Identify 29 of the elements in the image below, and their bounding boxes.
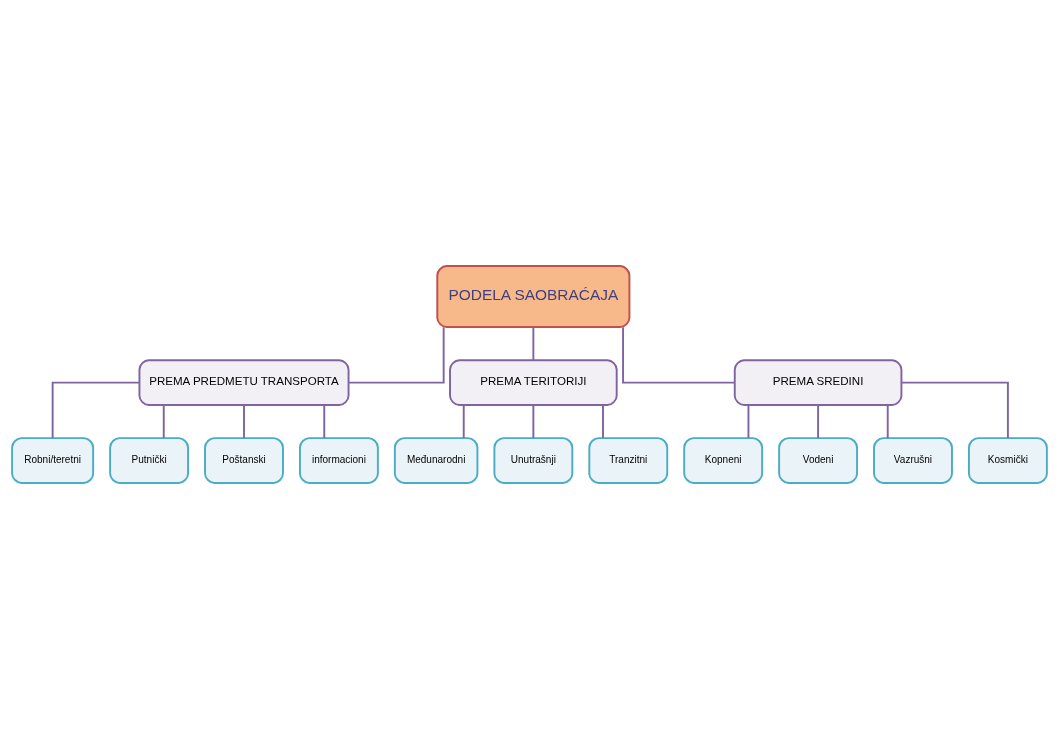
node-box: Tranzitni [588,437,669,484]
node-box: Međunarodni [393,437,479,484]
connector [817,404,820,439]
node-box: Robni/teretni [11,437,95,484]
node-box: Vazrušni [873,437,953,484]
node-box: Kopneni [683,437,764,484]
connector [900,381,1009,439]
connector [51,381,141,439]
connector [532,404,535,439]
connector [747,404,750,439]
node-box: PREMA SREDINI [733,359,903,406]
node-box: Unutrašnji [493,437,574,484]
connector [323,404,326,439]
connector [162,404,165,439]
node-box: Putnički [109,437,190,484]
connector [886,404,889,439]
connector [532,326,535,361]
node-box: PREMA TERITORIJI [449,359,618,406]
connector [462,404,465,439]
node-box: Poštanski [204,437,284,484]
connector [602,404,604,439]
connector [622,326,736,384]
connector [243,404,245,439]
node-box: PODELA SAOBRAĆAJA [436,265,631,328]
node-box: informacioni [298,437,379,484]
node-box: Kosmički [967,437,1048,484]
node-box: PREMA PREDMETU TRANSPORTA [138,359,350,406]
node-box: Vodeni [778,437,859,484]
connector [347,326,445,384]
